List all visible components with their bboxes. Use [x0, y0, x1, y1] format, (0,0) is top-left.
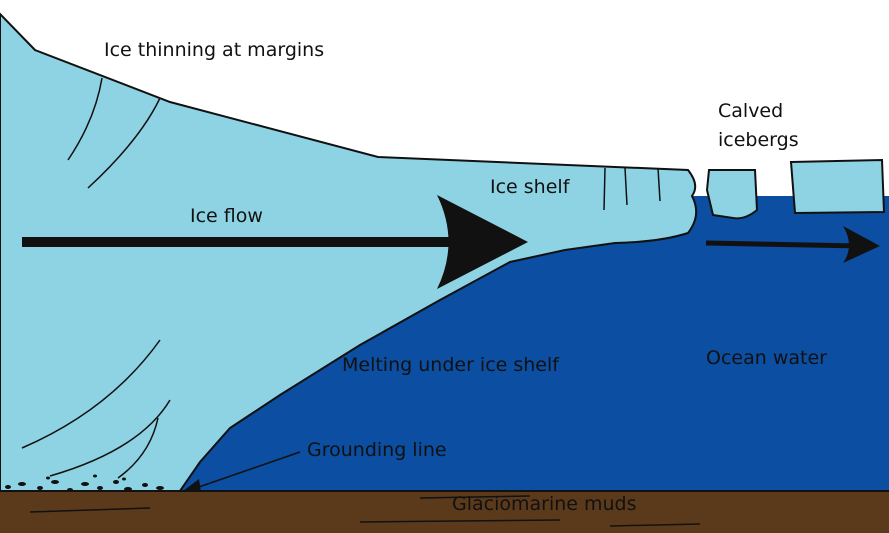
grounding-line-arrowhead	[183, 479, 201, 492]
calved-icebergs-label-line2: icebergs	[718, 129, 799, 151]
ice-flow-arrowhead	[437, 195, 528, 289]
glaciomarine-muds-label: Glaciomarine muds	[452, 493, 637, 515]
mud-stroke	[609, 523, 701, 527]
melting-label: Melting under ice shelf	[342, 354, 560, 376]
iceberg-right	[789, 158, 886, 215]
ice-flow-label: Ice flow	[190, 205, 263, 227]
mud-stroke	[29, 507, 151, 513]
iceberg-left	[705, 169, 759, 220]
glacier-ice-body	[0, 12, 698, 492]
mud-stroke	[419, 495, 531, 499]
ocean-flow-arrow-shaft	[705, 240, 863, 249]
ocean-water-label: Ocean water	[706, 347, 827, 369]
calved-icebergs-label-line1: Calved	[718, 100, 783, 122]
grounding-line-pointer	[195, 451, 301, 489]
ocean-flow-arrowhead	[843, 226, 880, 263]
ice-thinning-label: Ice thinning at margins	[104, 39, 324, 61]
till-debris	[5, 474, 164, 492]
mud-stroke	[359, 519, 561, 523]
crevasse-lines	[21, 77, 661, 479]
ice-shelf-label: Ice shelf	[490, 176, 571, 198]
grounding-line-label: Grounding line	[307, 439, 447, 461]
